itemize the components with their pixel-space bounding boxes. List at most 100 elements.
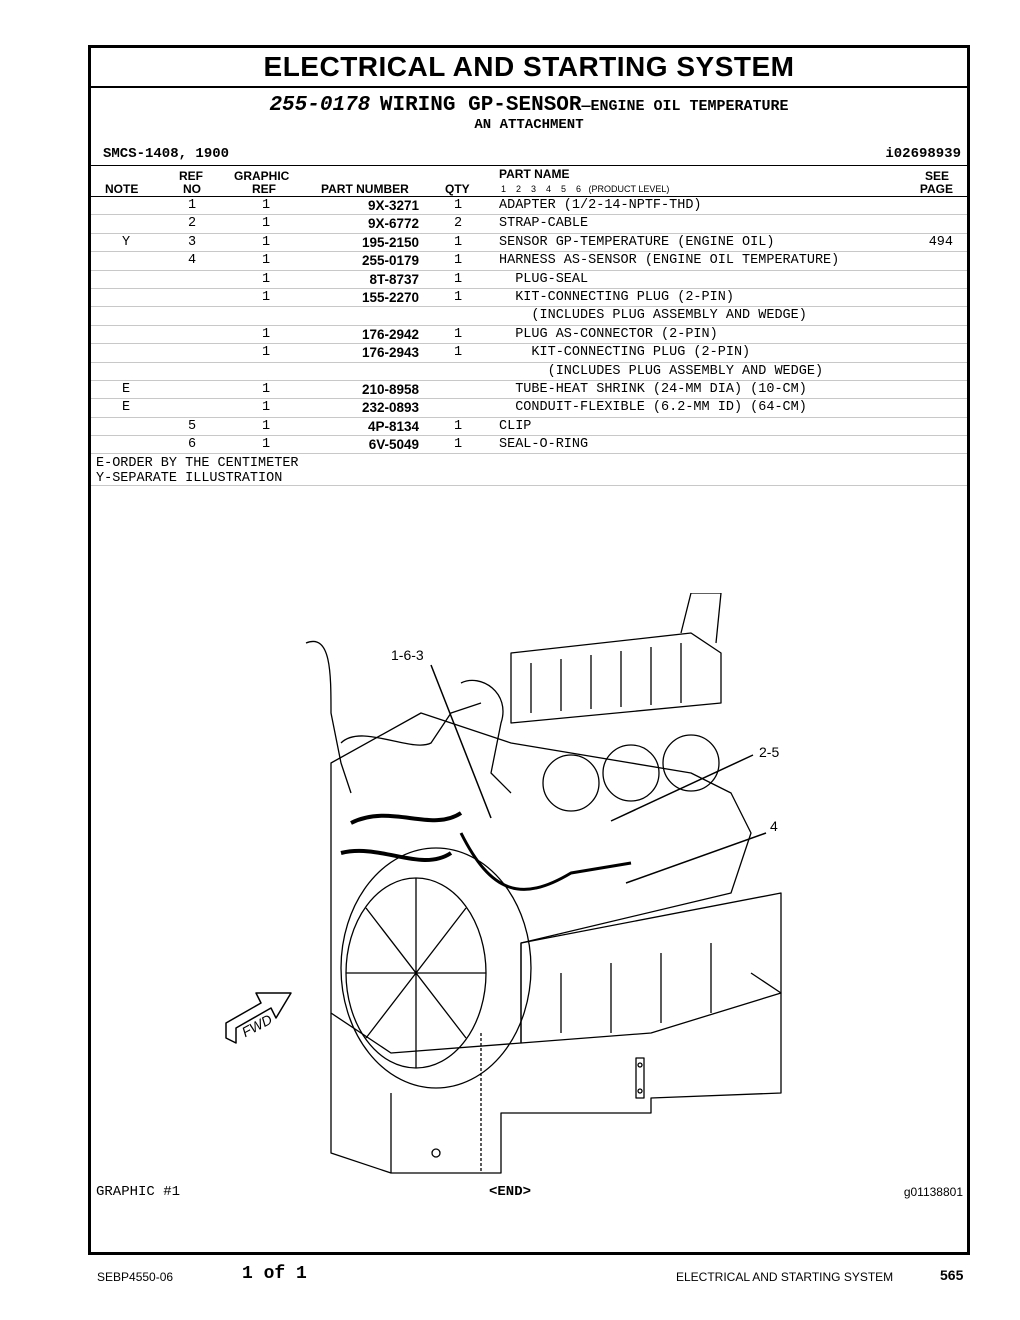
ref-no-cell: 1 — [187, 198, 197, 213]
col-part-number: PART NUMBER — [321, 182, 409, 196]
illustration-id: i02698939 — [885, 146, 961, 162]
graphic-id: g01138801 — [903, 1185, 963, 1199]
ref-no-cell: 4 — [187, 253, 197, 269]
graphic-footer: GRAPHIC #1 <END> g01138801 — [91, 1184, 967, 1208]
cover-1 — [542, 754, 600, 812]
note-y: Y-SEPARATE ILLUSTRATION — [96, 471, 283, 487]
part-name-cell: TUBE-HEAT SHRINK (24-MM DIA) (10-CM) — [499, 381, 807, 397]
note-cell: E — [121, 400, 131, 416]
part-name-cell: STRAP-CABLE — [499, 216, 589, 232]
qty-cell: 1 — [453, 198, 463, 213]
graphic-ref-cell: 1 — [261, 198, 271, 213]
col-note: NOTE — [105, 182, 139, 196]
callout-1-6-3: 1-6-3 — [391, 647, 424, 663]
drain-plate — [635, 1057, 645, 1099]
group-part-number: 255-0178 — [269, 94, 371, 117]
section-name: ELECTRICAL AND STARTING SYSTEM — [676, 1270, 894, 1284]
engine-left-side — [330, 1013, 392, 1174]
leader-1-6-3 — [430, 664, 492, 819]
smcs-code: SMCS-1408, 1900 — [103, 146, 230, 162]
col-product-levels: 1 2 3 4 5 6 (PRODUCT LEVEL) — [501, 184, 670, 194]
exhaust-stack — [680, 592, 722, 644]
part-number-cell: 9X-6772 — [367, 216, 419, 232]
callout-4: 4 — [770, 818, 778, 834]
table-row: (INCLUDES PLUG ASSEMBLY AND WEDGE) — [91, 363, 967, 381]
col-qty: QTY — [445, 182, 470, 196]
page-of: 1 of 1 — [242, 1264, 307, 1284]
table-row: 1 1 9X-3271 1 ADAPTER (1/2-14-NPTF-THD) — [91, 197, 967, 216]
sensor-wire — [305, 640, 352, 794]
qty-cell: 1 — [453, 345, 463, 361]
end-label: <END> — [489, 1184, 532, 1200]
part-name-cell: PLUG AS-CONNECTOR (2-PIN) — [499, 326, 718, 342]
crankcase — [520, 892, 782, 1044]
part-number-cell: 9X-3271 — [367, 198, 419, 213]
attachment-label: AN ATTACHMENT — [474, 117, 584, 133]
smcs-row: SMCS-1408, 1900 i02698939 — [91, 143, 967, 166]
fwd-arrow — [225, 992, 292, 1044]
col-graphic-bottom: REF — [252, 182, 276, 196]
graphic-ref-cell: 1 — [261, 437, 271, 453]
part-number-cell: 255-0179 — [361, 253, 419, 269]
group-name: WIRING GP-SENSOR — [379, 94, 582, 117]
part-number-cell: 232-0893 — [361, 400, 419, 416]
doc-number: SEBP4550-06 — [97, 1270, 174, 1284]
part-number-cell: 155-2270 — [361, 289, 419, 305]
qty-cell: 1 — [453, 437, 463, 453]
part-name-cell: HARNESS AS-SENSOR (ENGINE OIL TEMPERATUR… — [499, 253, 840, 269]
graphic-ref-cell: 1 — [261, 216, 271, 232]
graphic-label: GRAPHIC #1 — [96, 1184, 181, 1200]
page-frame: ELECTRICAL AND STARTING SYSTEM 255-0178 … — [88, 45, 970, 1255]
group-name-suffix: —ENGINE OIL TEMPERATURE — [581, 98, 789, 115]
engine-illustration: 1-6-3 2-5 4 FWD — [91, 592, 967, 1183]
leader-2-5 — [610, 754, 754, 822]
col-ref-bottom: NO — [183, 182, 201, 196]
flywheel-housing — [340, 847, 532, 1089]
col-graphic-top: GRAPHIC — [234, 169, 290, 183]
part-name-cell: (INCLUDES PLUG ASSEMBLY AND WEDGE) — [499, 363, 824, 379]
col-see-bottom: PAGE — [919, 182, 953, 196]
note-e: E-ORDER BY THE CENTIMETER — [96, 456, 299, 472]
cover-2 — [602, 744, 660, 802]
graphic-ref-cell: 1 — [261, 289, 271, 305]
graphic-ref-cell: 1 — [261, 400, 271, 416]
qty-cell: 1 — [453, 253, 463, 269]
part-name-cell: SENSOR GP-TEMPERATURE (ENGINE OIL) — [499, 234, 775, 250]
part-number-cell: 8T-8737 — [369, 271, 419, 287]
engine-drawing: 1-6-3 2-5 4 FWD — [225, 592, 782, 1174]
part-number-cell: 4P-8134 — [367, 418, 419, 434]
graphic-ref-cell: 1 — [261, 326, 271, 342]
callout-2-5: 2-5 — [759, 744, 779, 760]
see-page-cell: 494 — [928, 234, 953, 250]
graphic-ref-cell: 1 — [261, 418, 271, 434]
part-number-cell: 6V-5049 — [368, 437, 419, 453]
group-heading: 255-0178 WIRING GP-SENSOR—ENGINE OIL TEM… — [91, 94, 967, 117]
col-ref-top: REF — [179, 169, 203, 183]
part-name-cell: ADAPTER (1/2-14-NPTF-THD) — [499, 198, 702, 213]
intake-manifold — [510, 632, 722, 724]
table-header: NOTE REF NO GRAPHIC REF PART NUMBER QTY … — [91, 166, 967, 197]
cover-3 — [662, 734, 720, 792]
qty-cell: 2 — [453, 216, 463, 232]
engine-top — [330, 712, 752, 1054]
part-name-cell: KIT-CONNECTING PLUG (2-PIN) — [499, 289, 734, 305]
note-cell: Y — [121, 234, 131, 250]
ref-no-cell: 6 — [187, 437, 197, 453]
qty-cell: 1 — [453, 271, 463, 287]
ref-no-cell: 3 — [187, 234, 197, 250]
col-see-top: SEE — [924, 169, 949, 183]
parts-table: 1 1 9X-3271 1 ADAPTER (1/2-14-NPTF-THD) 2 1 9X-… — [91, 197, 967, 455]
qty-cell: 1 — [453, 234, 463, 250]
col-part-name: PART NAME — [499, 167, 570, 181]
leader-4 — [625, 832, 767, 884]
part-number-cell: 195-2150 — [361, 234, 419, 250]
notes-legend: E-ORDER BY THE CENTIMETER Y-SEPARATE ILL… — [91, 454, 967, 487]
